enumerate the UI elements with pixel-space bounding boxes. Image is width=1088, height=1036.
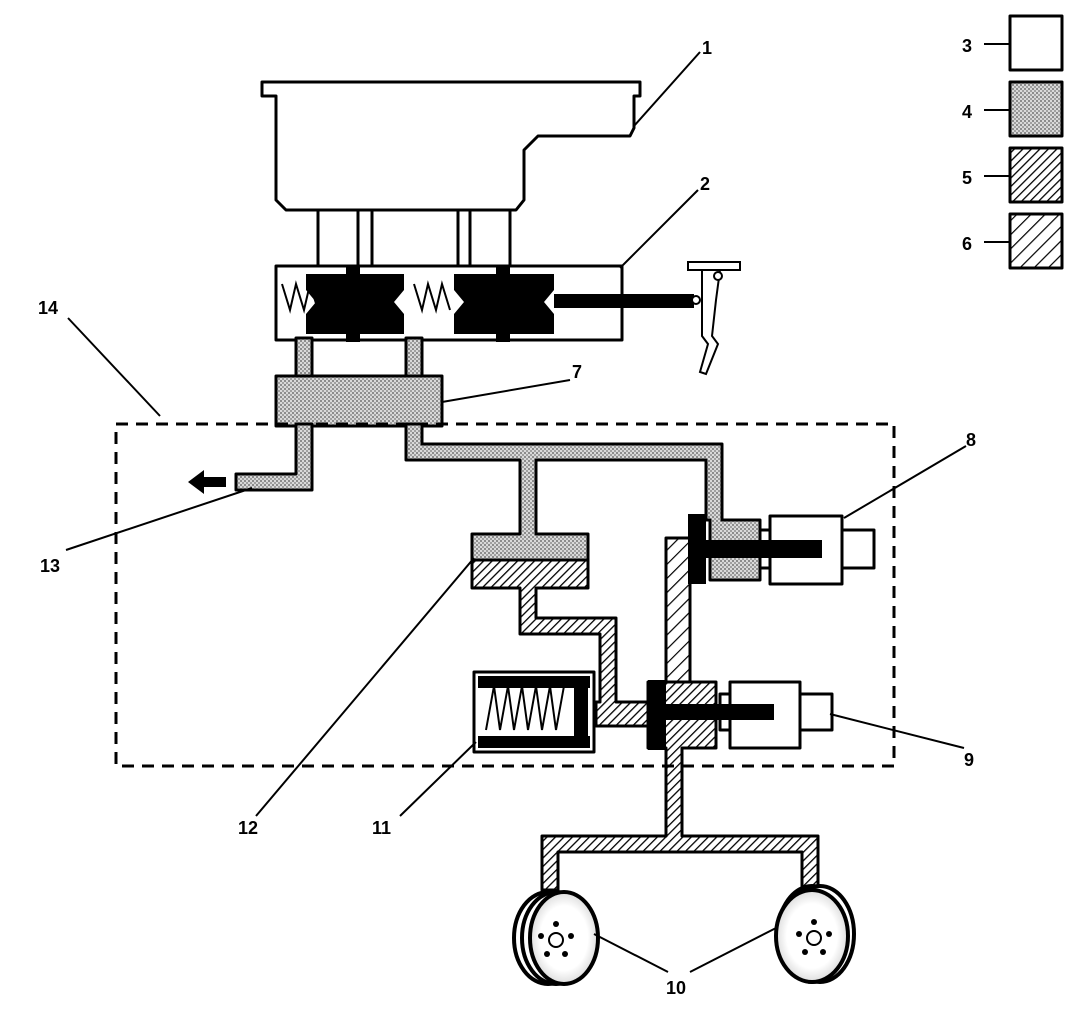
- flow-arrow-icon: [188, 470, 226, 494]
- ehcu-module-boundary: [114, 422, 896, 768]
- accumulator: [472, 670, 596, 754]
- callout-13: 13: [40, 556, 60, 576]
- leader-lines: [65, 51, 967, 973]
- callout-6: 6: [962, 234, 972, 254]
- callout-10: 10: [666, 978, 686, 998]
- fluid-reservoir: [260, 80, 642, 270]
- legend-swatch-plain: [1008, 14, 1064, 72]
- rear-wheel-left: [512, 890, 600, 986]
- master-cylinder: [274, 264, 694, 342]
- rear-wheel-right: [774, 884, 856, 984]
- callout-3: 3: [962, 36, 972, 56]
- legend-swatch-dense-hatch: [1008, 146, 1064, 204]
- callout-7: 7: [572, 362, 582, 382]
- isolation-valve: [688, 514, 876, 586]
- callout-5: 5: [962, 168, 972, 188]
- callout-4: 4: [962, 102, 972, 122]
- dump-valve: [648, 680, 834, 750]
- modulated-fluid-lines: [470, 536, 820, 892]
- callout-2: 2: [700, 174, 710, 194]
- callout-11: 11: [372, 818, 391, 838]
- brake-pedal: [687, 261, 741, 376]
- callout-12: 12: [238, 818, 258, 838]
- callout-9: 9: [964, 750, 974, 770]
- callouts: 1 2 3 4 5 6 7 8 9 10 11 12 13 14: [38, 36, 976, 998]
- callout-14: 14: [38, 298, 58, 318]
- legend-swatch-wide-hatch: [1008, 212, 1064, 270]
- callout-1: 1: [702, 38, 712, 58]
- legend-swatch-dotted: [1008, 80, 1064, 138]
- legend: [984, 14, 1064, 270]
- callout-8: 8: [966, 430, 976, 450]
